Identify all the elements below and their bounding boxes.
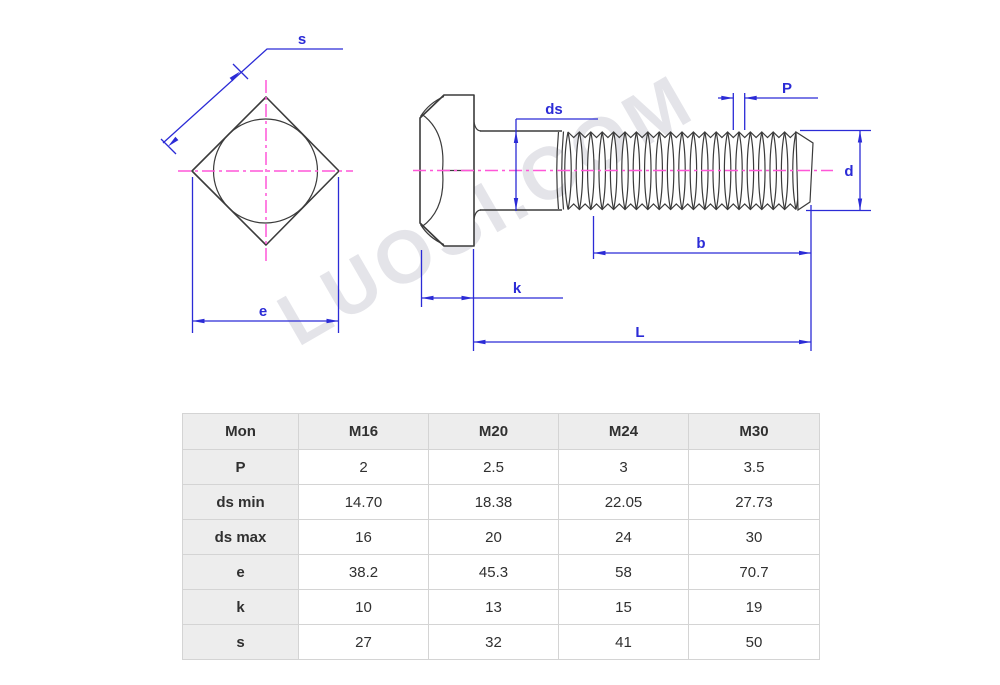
table-cell: 18.38: [429, 485, 559, 520]
dim-label-p: P: [782, 80, 792, 97]
table-row: P 2 2.5 3 3.5: [183, 450, 820, 485]
dim-label-s: s: [298, 31, 306, 48]
table-cell: 3: [559, 450, 689, 485]
table-cell: 30: [689, 520, 820, 555]
table-cell: 2.5: [429, 450, 559, 485]
dimension-b: b: [594, 216, 812, 259]
col-header-m20: M20: [429, 414, 559, 450]
table-row: e 38.2 45.3 58 70.7: [183, 555, 820, 590]
table-cell: 16: [299, 520, 429, 555]
table-row: s 27 32 41 50: [183, 625, 820, 660]
table-header-row: Mon M16 M20 M24 M30: [183, 414, 820, 450]
table-row: k 10 13 15 19: [183, 590, 820, 625]
table-cell: 15: [559, 590, 689, 625]
dim-label-ds: ds: [545, 101, 563, 118]
table-cell: 32: [429, 625, 559, 660]
dim-label-d: d: [844, 163, 853, 180]
row-label: k: [183, 590, 299, 625]
table-cell: 13: [429, 590, 559, 625]
bolt-technical-drawing: s e ds P d: [0, 0, 1000, 400]
dim-label-e: e: [259, 303, 267, 320]
table-cell: 22.05: [559, 485, 689, 520]
row-label: P: [183, 450, 299, 485]
table-cell: 27.73: [689, 485, 820, 520]
spec-table: Mon M16 M20 M24 M30 P 2 2.5 3 3.5 ds min…: [182, 413, 820, 660]
col-header-mon: Mon: [183, 414, 299, 450]
table-cell: 70.7: [689, 555, 820, 590]
table-cell: 20: [429, 520, 559, 555]
col-header-m16: M16: [299, 414, 429, 450]
table-cell: 14.70: [299, 485, 429, 520]
row-label: ds max: [183, 520, 299, 555]
table-cell: 38.2: [299, 555, 429, 590]
dim-label-k: k: [513, 280, 522, 297]
table-cell: 2: [299, 450, 429, 485]
table-cell: 41: [559, 625, 689, 660]
table-cell: 45.3: [429, 555, 559, 590]
dimension-k: k: [422, 250, 564, 307]
table-cell: 24: [559, 520, 689, 555]
dim-label-l: L: [635, 324, 644, 341]
row-label: ds min: [183, 485, 299, 520]
table-cell: 58: [559, 555, 689, 590]
table-cell: 19: [689, 590, 820, 625]
dimension-l: L: [474, 205, 812, 351]
table-cell: 50: [689, 625, 820, 660]
table-cell: 3.5: [689, 450, 820, 485]
col-header-m24: M24: [559, 414, 689, 450]
dimension-ds: ds: [514, 101, 598, 211]
table-cell: 27: [299, 625, 429, 660]
dim-label-b: b: [696, 235, 705, 252]
dimension-p: P: [718, 80, 818, 130]
col-header-m30: M30: [689, 414, 820, 450]
table-row: ds min 14.70 18.38 22.05 27.73: [183, 485, 820, 520]
row-label: s: [183, 625, 299, 660]
row-label: e: [183, 555, 299, 590]
table-row: ds max 16 20 24 30: [183, 520, 820, 555]
table-cell: 10: [299, 590, 429, 625]
